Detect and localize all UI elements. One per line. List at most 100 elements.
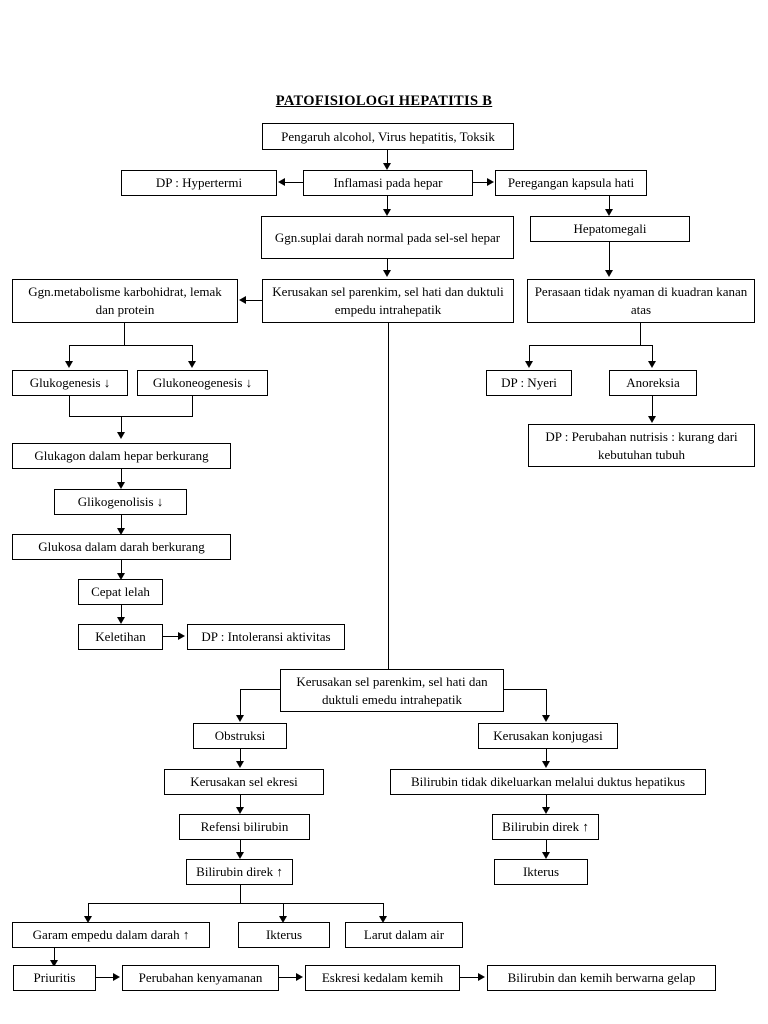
arrowhead-right — [487, 178, 494, 186]
connector-n21-n22 — [240, 689, 242, 717]
node-ikterus-bottom[interactable]: Ikterus — [238, 922, 330, 948]
node-kerusakan-sel-parenkim-2[interactable]: Kerusakan sel parenkim, sel hati dan duk… — [280, 669, 504, 712]
arrowhead-down — [236, 761, 244, 768]
arrowhead-down — [117, 432, 125, 439]
connector-n19-n20 — [163, 636, 179, 638]
node-label: Kerusakan konjugasi — [493, 728, 603, 744]
arrowhead-down — [383, 209, 391, 216]
connector-n21-left-bus — [240, 689, 281, 691]
node-label: Ikterus — [265, 927, 303, 943]
node-kerusakan-sel-parenkim-1[interactable]: Kerusakan sel parenkim, sel hati dan duk… — [262, 279, 514, 323]
connector-n16-n17 — [121, 515, 123, 530]
arrowhead-down — [383, 163, 391, 170]
arrowhead-down — [525, 361, 533, 368]
node-cepat-lelah[interactable]: Cepat lelah — [78, 579, 163, 605]
node-ggn-suplai-darah[interactable]: Ggn.suplai darah normal pada sel-sel hep… — [261, 216, 514, 259]
connector-n27-trunk — [240, 885, 242, 904]
connector-merge-bus — [69, 416, 193, 418]
node-dp-intoleransi-aktivitas[interactable]: DP : Intoleransi aktivitas — [187, 624, 345, 650]
node-label: Ggn.suplai darah normal pada sel-sel hep… — [274, 229, 501, 245]
node-dp-nyeri[interactable]: DP : Nyeri — [486, 370, 572, 396]
node-glukoneogenesis[interactable]: Glukoneogenesis ↓ — [137, 370, 268, 396]
connector-n9-n12 — [529, 345, 531, 363]
node-glikogenolisis[interactable]: Glikogenolisis ↓ — [54, 489, 187, 515]
node-obstruksi[interactable]: Obstruksi — [193, 723, 287, 749]
node-label: Ggn.metabolisme karbohidrat, lemak dan p… — [28, 284, 222, 317]
node-bilirubin-direk-left[interactable]: Bilirubin direk ↑ — [186, 859, 293, 885]
connector-n25-n28 — [546, 795, 548, 809]
connector-n27-n31 — [283, 903, 285, 918]
node-label: DP : Hypertermi — [155, 175, 243, 191]
node-bilirubin-kemih-gelap[interactable]: Bilirubin dan kemih berwarna gelap — [487, 965, 716, 991]
node-label: Eskresi kedalam kemih — [321, 970, 444, 986]
node-kerusakan-konjugasi[interactable]: Kerusakan konjugasi — [478, 723, 618, 749]
arrowhead-left — [239, 296, 246, 304]
node-label: Obstruksi — [214, 728, 266, 744]
page-title: PATOFISIOLOGI HEPATITIS B — [275, 93, 493, 109]
node-label: Bilirubin dan kemih berwarna gelap — [507, 970, 696, 986]
node-refensi-bilirubin[interactable]: Refensi bilirubin — [179, 814, 310, 840]
connector-n3-n5 — [387, 196, 389, 211]
node-label: DP : Intoleransi aktivitas — [201, 629, 331, 645]
connector-n34-n35 — [279, 977, 297, 979]
node-perubahan-kenyamanan[interactable]: Perubahan kenyamanan — [122, 965, 279, 991]
connector-n24-n26 — [240, 795, 242, 809]
node-inflamasi-pada-hepar[interactable]: Inflamasi pada hepar — [303, 170, 473, 196]
node-label: Bilirubin tidak dikeluarkan melalui dukt… — [410, 774, 686, 790]
node-glukosa-berkurang[interactable]: Glukosa dalam darah berkurang — [12, 534, 231, 560]
connector-n1-n3 — [387, 150, 389, 165]
node-hepatomegali[interactable]: Hepatomegali — [530, 216, 690, 242]
connector-n28-n29 — [546, 840, 548, 854]
connector-n27-bus — [88, 903, 384, 905]
connector-merge-n14 — [121, 416, 123, 434]
node-kerusakan-sel-ekresi[interactable]: Kerusakan sel ekresi — [164, 769, 324, 795]
arrowhead-down — [236, 807, 244, 814]
arrowhead-down — [605, 270, 613, 277]
arrowhead-down — [379, 916, 387, 923]
arrowhead-left — [278, 178, 285, 186]
node-keletihan[interactable]: Keletihan — [78, 624, 163, 650]
node-label: Cepat lelah — [91, 584, 150, 600]
connector-n23-n25 — [546, 749, 548, 762]
node-glukagon-berkurang[interactable]: Glukagon dalam hepar berkurang — [12, 443, 231, 469]
node-dp-perubahan-nutrisis[interactable]: DP : Perubahan nutrisis : kurang dari ke… — [528, 424, 755, 467]
node-label: Ikterus — [522, 864, 560, 880]
connector-n4-n6 — [609, 196, 611, 211]
arrowhead-down — [542, 761, 550, 768]
node-glukogenesis[interactable]: Glukogenesis ↓ — [12, 370, 128, 396]
node-garam-empedu[interactable]: Garam empedu dalam darah ↑ — [12, 922, 210, 948]
connector-n8-n21 — [388, 323, 390, 670]
connector-n9-n13 — [652, 345, 654, 363]
arrowhead-right — [178, 632, 185, 640]
node-anoreksia[interactable]: Anoreksia — [609, 370, 697, 396]
node-bilirubin-direk-right[interactable]: Bilirubin direk ↑ — [492, 814, 599, 840]
node-label: Perubahan kenyamanan — [138, 970, 263, 986]
arrowhead-down — [383, 270, 391, 277]
node-label: Priuritis — [33, 970, 76, 986]
node-peregangan-kapsula-hati[interactable]: Peregangan kapsula hati — [495, 170, 647, 196]
node-bilirubin-tidak-dikeluarkan[interactable]: Bilirubin tidak dikeluarkan melalui dukt… — [390, 769, 706, 795]
node-label: Larut dalam air — [363, 927, 445, 943]
connector-n13-n15 — [652, 396, 654, 418]
node-label: Bilirubin direk ↑ — [502, 819, 589, 835]
node-pengaruh-alcohol[interactable]: Pengaruh alcohol, Virus hepatitis, Toksi… — [262, 123, 514, 150]
node-label: Glukogenesis ↓ — [29, 375, 111, 391]
node-dp-hypertermi[interactable]: DP : Hypertermi — [121, 170, 277, 196]
connector-n33-n34 — [96, 977, 114, 979]
node-larut-dalam-air[interactable]: Larut dalam air — [345, 922, 463, 948]
node-perasaan-tidak-nyaman[interactable]: Perasaan tidak nyaman di kuadran kanan a… — [527, 279, 755, 323]
connector-n8-n7 — [246, 300, 262, 302]
connector-n10-down — [69, 396, 71, 417]
connector-n9-bus — [529, 345, 653, 347]
node-ggn-metabolisme[interactable]: Ggn.metabolisme karbohidrat, lemak dan p… — [12, 279, 238, 323]
node-ikterus-right[interactable]: Ikterus — [494, 859, 588, 885]
node-label: Pengaruh alcohol, Virus hepatitis, Toksi… — [281, 128, 495, 144]
connector-n30-n33 — [54, 948, 56, 962]
arrowhead-down — [50, 960, 58, 967]
node-label: Kerusakan sel parenkim, sel hati dan duk… — [296, 673, 488, 707]
node-eskresi-kedalam-kemih[interactable]: Eskresi kedalam kemih — [305, 965, 460, 991]
node-label: Refensi bilirubin — [200, 819, 289, 835]
node-label: Glukosa dalam darah berkurang — [38, 539, 205, 555]
node-priuritis[interactable]: Priuritis — [13, 965, 96, 991]
